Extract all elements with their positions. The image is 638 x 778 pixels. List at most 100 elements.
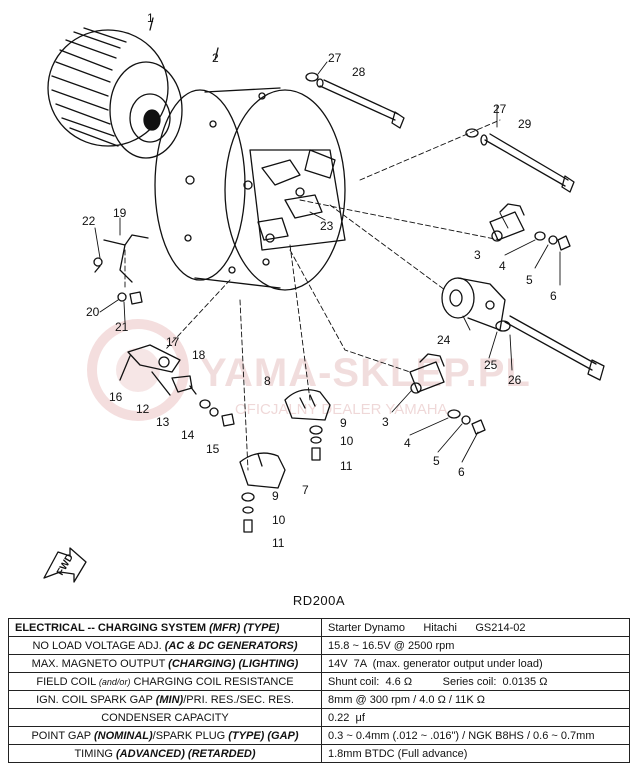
callout-2: 2 xyxy=(212,51,219,65)
spec-value: 0.3 ~ 0.4mm (.012 ~ .016") / NGK B8HS / … xyxy=(321,726,630,745)
part-29-long-bolt xyxy=(465,128,575,193)
callout-29: 29 xyxy=(518,117,532,131)
watermark: YAMA-SKLEP.PL OFICJALNY DEALER YAMAHA xyxy=(87,319,531,421)
part-7-ignition-unit xyxy=(239,452,286,533)
spec-label-part: MAX. MAGNETO OUTPUT xyxy=(31,657,169,670)
callout-3-upper: 3 xyxy=(474,248,481,262)
callout-4-upper: 4 xyxy=(499,259,506,273)
part-16-contact-plate xyxy=(119,344,197,396)
callout-26: 26 xyxy=(508,373,522,387)
spec-label-part: CHARGING COIL RESISTANCE xyxy=(130,675,294,688)
callout-1: 1 xyxy=(147,11,154,25)
spec-label-part: IGN. COIL SPARK GAP xyxy=(36,693,156,706)
callout-3-lower: 3 xyxy=(382,415,389,429)
spec-value: 8mm @ 300 rpm / 4.0 Ω / 11K Ω xyxy=(321,690,630,709)
part-1-armature xyxy=(47,17,183,159)
callout-7: 7 xyxy=(302,483,309,497)
spec-row: TIMING (ADVANCED) (RETARDED)1.8mm BTDC (… xyxy=(8,744,630,763)
callout-12: 12 xyxy=(136,402,150,416)
callout-27-upper: 27 xyxy=(328,51,342,65)
callout-13: 13 xyxy=(156,415,170,429)
spec-label-part: (MFR) (TYPE) xyxy=(209,621,280,634)
callout-11-lower: 11 xyxy=(272,536,285,550)
callout-leader-lines xyxy=(94,61,561,463)
spec-value: Starter Dynamo Hitachi GS214-02 xyxy=(321,618,630,637)
spec-row: FIELD COIL (and/or) CHARGING COIL RESIST… xyxy=(8,672,630,691)
callout-27-right: 27 xyxy=(493,102,507,116)
spec-label: NO LOAD VOLTAGE ADJ. (AC & DC GENERATORS… xyxy=(8,636,322,655)
electrical-spec-table: ELECTRICAL -- CHARGING SYSTEM (MFR) (TYP… xyxy=(8,618,630,763)
spec-label-part: (CHARGING) (LIGHTING) xyxy=(168,657,299,670)
spec-label-part: POINT GAP xyxy=(31,729,94,742)
spec-label-part: (NOMINAL) xyxy=(94,729,153,742)
callout-16: 16 xyxy=(109,390,123,404)
spec-label-part: (TYPE) (GAP) xyxy=(228,729,299,742)
spec-label-part: /PRI. RES./SEC. RES. xyxy=(183,693,294,706)
spec-label-part: (AC & DC GENERATORS) xyxy=(164,639,298,652)
callout-18: 18 xyxy=(192,348,206,362)
spec-label: POINT GAP (NOMINAL)/SPARK PLUG (TYPE) (G… xyxy=(8,726,322,745)
spec-label-part: (ADVANCED) (RETARDED) xyxy=(116,747,256,760)
callout-21: 21 xyxy=(115,320,129,334)
model-label: RD200A xyxy=(292,593,346,608)
callout-15: 15 xyxy=(206,442,220,456)
spec-value: 0.22 μf xyxy=(321,708,630,727)
part-26-long-bolt xyxy=(495,315,605,381)
callout-5-lower: 5 xyxy=(433,454,440,468)
callout-28: 28 xyxy=(352,65,366,79)
part-13-14-15-hardware xyxy=(199,399,235,427)
spec-label: ELECTRICAL -- CHARGING SYSTEM (MFR) (TYP… xyxy=(8,618,322,637)
spec-label: TIMING (ADVANCED) (RETARDED) xyxy=(8,744,322,763)
callout-10-lower: 10 xyxy=(272,513,286,527)
spec-row: IGN. COIL SPARK GAP (MIN)/PRI. RES./SEC.… xyxy=(8,690,630,709)
spec-value: 15.8 ~ 16.5V @ 2500 rpm xyxy=(321,636,630,655)
callout-numbers: 1 2 27 28 27 29 22 19 23 3 4 5 6 20 21 2… xyxy=(55,11,557,578)
spec-label-part: TIMING xyxy=(74,747,117,760)
callout-10-upper: 10 xyxy=(340,434,354,448)
spec-value: 14V 7A (max. generator output under load… xyxy=(321,654,630,673)
callout-25: 25 xyxy=(484,358,498,372)
callout-19: 19 xyxy=(113,206,127,220)
exploded-parts-diagram: YAMA-SKLEP.PL OFICJALNY DEALER YAMAHA xyxy=(43,11,605,583)
spec-label-part: (and/or) xyxy=(98,676,131,687)
spec-value: Shunt coil: 4.6 Ω Series coil: 0.0135 Ω xyxy=(321,672,630,691)
callout-6-upper: 6 xyxy=(550,289,557,303)
spec-value: 1.8mm BTDC (Full advance) xyxy=(321,744,630,763)
callout-24: 24 xyxy=(437,333,451,347)
spec-label: MAX. MAGNETO OUTPUT (CHARGING) (LIGHTING… xyxy=(8,654,322,673)
part-3-brush-holder-lower xyxy=(409,353,486,435)
part-2-stator-housing xyxy=(154,47,346,291)
callout-11-upper: 11 xyxy=(340,459,353,473)
callout-20: 20 xyxy=(86,305,100,319)
spec-row: NO LOAD VOLTAGE ADJ. (AC & DC GENERATORS… xyxy=(8,636,630,655)
spec-row: CONDENSER CAPACITY 0.22 μf xyxy=(8,708,630,727)
part-24-bracket xyxy=(441,277,506,331)
spec-label: FIELD COIL (and/or) CHARGING COIL RESIST… xyxy=(8,672,322,691)
spec-label-part: ELECTRICAL xyxy=(15,621,85,634)
spec-row: ELECTRICAL -- CHARGING SYSTEM (MFR) (TYP… xyxy=(8,618,630,637)
part-19-lead-wire xyxy=(93,234,149,305)
watermark-sub-text: OFICJALNY DEALER YAMAHA xyxy=(235,401,448,418)
part-8-cover xyxy=(284,389,331,461)
callout-6-lower: 6 xyxy=(458,465,465,479)
callout-9-upper: 9 xyxy=(340,416,347,430)
spec-row: MAX. MAGNETO OUTPUT (CHARGING) (LIGHTING… xyxy=(8,654,630,673)
spec-label-part: CONDENSER CAPACITY xyxy=(101,711,229,724)
spec-label-part: /SPARK PLUG xyxy=(152,729,229,742)
callout-5-upper: 5 xyxy=(526,273,533,287)
callout-8: 8 xyxy=(264,374,271,388)
callout-9-lower: 9 xyxy=(272,489,279,503)
callout-22: 22 xyxy=(82,214,96,228)
spec-label: CONDENSER CAPACITY xyxy=(8,708,322,727)
watermark-main-text: YAMA-SKLEP.PL xyxy=(200,351,531,395)
spec-row: POINT GAP (NOMINAL)/SPARK PLUG (TYPE) (G… xyxy=(8,726,630,745)
callout-23: 23 xyxy=(320,219,334,233)
part-3-brush-holder-upper xyxy=(489,203,571,251)
forward-direction-arrow xyxy=(43,547,87,583)
assembly-guide-lines xyxy=(124,119,501,471)
spec-label-part: -- CHARGING SYSTEM xyxy=(84,621,210,634)
callout-17: 17 xyxy=(166,335,180,349)
spec-label: IGN. COIL SPARK GAP (MIN)/PRI. RES./SEC.… xyxy=(8,690,322,709)
spec-label-part: FIELD COIL xyxy=(36,675,99,688)
callout-4-lower: 4 xyxy=(404,436,411,450)
